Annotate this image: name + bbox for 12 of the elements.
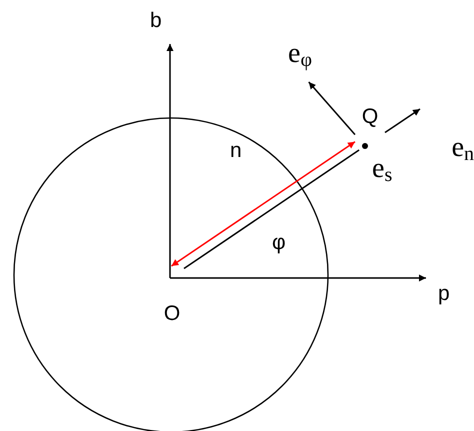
- vector-label: e$_{n}$: [452, 134, 474, 162]
- vector-label: e$_{φ}$: [288, 40, 312, 68]
- line: [184, 149, 360, 270]
- arrow: [171, 141, 356, 267]
- axis-label: b: [150, 10, 162, 31]
- point-label: Q: [362, 106, 378, 127]
- vector-label: e$_{s}$: [372, 155, 392, 183]
- arrow: [308, 82, 356, 136]
- axis-label: p: [438, 283, 450, 304]
- point-label: O: [164, 303, 180, 324]
- angle-label: φ: [272, 232, 286, 253]
- arrow: [384, 108, 420, 134]
